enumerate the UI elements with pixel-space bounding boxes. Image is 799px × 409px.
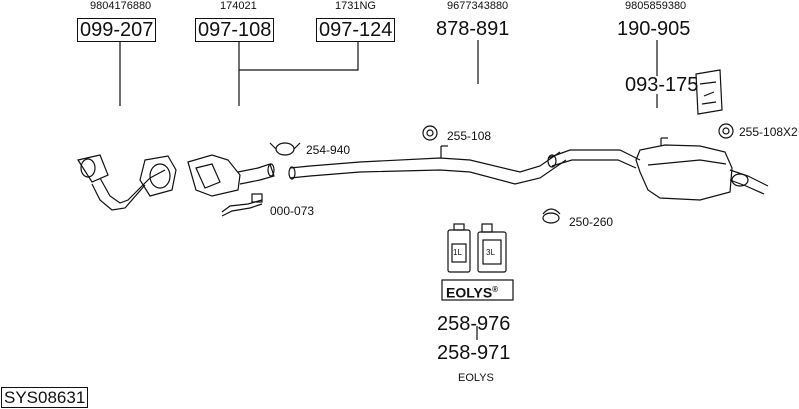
ref-label-4: 9677343880 [447, 0, 509, 12]
eolys-logo-frame [441, 279, 514, 301]
ref-label-1: 9804176880 [90, 0, 152, 12]
rear-silencer-icon [547, 137, 769, 201]
part-label-254-940[interactable]: 254-940 [306, 143, 351, 157]
ref-label-5: 9805859380 [625, 0, 687, 12]
ref-label-2: 174021 [220, 0, 257, 12]
can-1l-label: 1L [453, 248, 462, 257]
front-pipe-icon [77, 154, 177, 211]
part-label-255-108[interactable]: 255-108 [447, 129, 492, 143]
part-label-255-108x2[interactable]: 255-108X2 [739, 125, 798, 139]
additive-can-3l-icon [477, 223, 507, 273]
leader-line-097-124 [239, 42, 359, 71]
system-code: SYS08631 [1, 387, 89, 408]
part-number-258-976[interactable]: 258-976 [437, 313, 511, 335]
eolys-logo: EOLYS® [446, 282, 498, 301]
registered-mark: ® [492, 285, 499, 294]
mounting-kit-icon [695, 69, 723, 115]
rubber-mount-x2-icon [718, 123, 734, 139]
part-number-258-971[interactable]: 258-971 [437, 342, 511, 364]
can-3l-label: 3L [486, 248, 495, 257]
ref-label-3: 1731NG [335, 0, 376, 12]
intermediate-pipe-icon [288, 145, 567, 185]
clamp-254-940-icon [269, 142, 301, 156]
part-number-190-905[interactable]: 190-905 [617, 18, 691, 40]
additive-can-1l-icon [447, 223, 471, 273]
part-number-099-207[interactable]: 099-207 [77, 18, 157, 42]
clamp-250-260-icon [542, 208, 561, 224]
eolys-caption: EOLYS [458, 372, 494, 384]
part-number-878-891[interactable]: 878-891 [436, 18, 510, 40]
eolys-logo-text: EOLYS [446, 284, 493, 301]
part-number-097-108[interactable]: 097-108 [195, 18, 275, 42]
sensor-icon [221, 193, 263, 217]
part-label-250-260[interactable]: 250-260 [569, 215, 614, 229]
part-number-093-175[interactable]: 093-175 [625, 74, 699, 96]
part-number-097-124[interactable]: 097-124 [316, 18, 396, 42]
part-label-000-073[interactable]: 000-073 [270, 204, 315, 218]
catalytic-converter-icon [187, 154, 275, 197]
rubber-mount-icon [422, 125, 438, 141]
